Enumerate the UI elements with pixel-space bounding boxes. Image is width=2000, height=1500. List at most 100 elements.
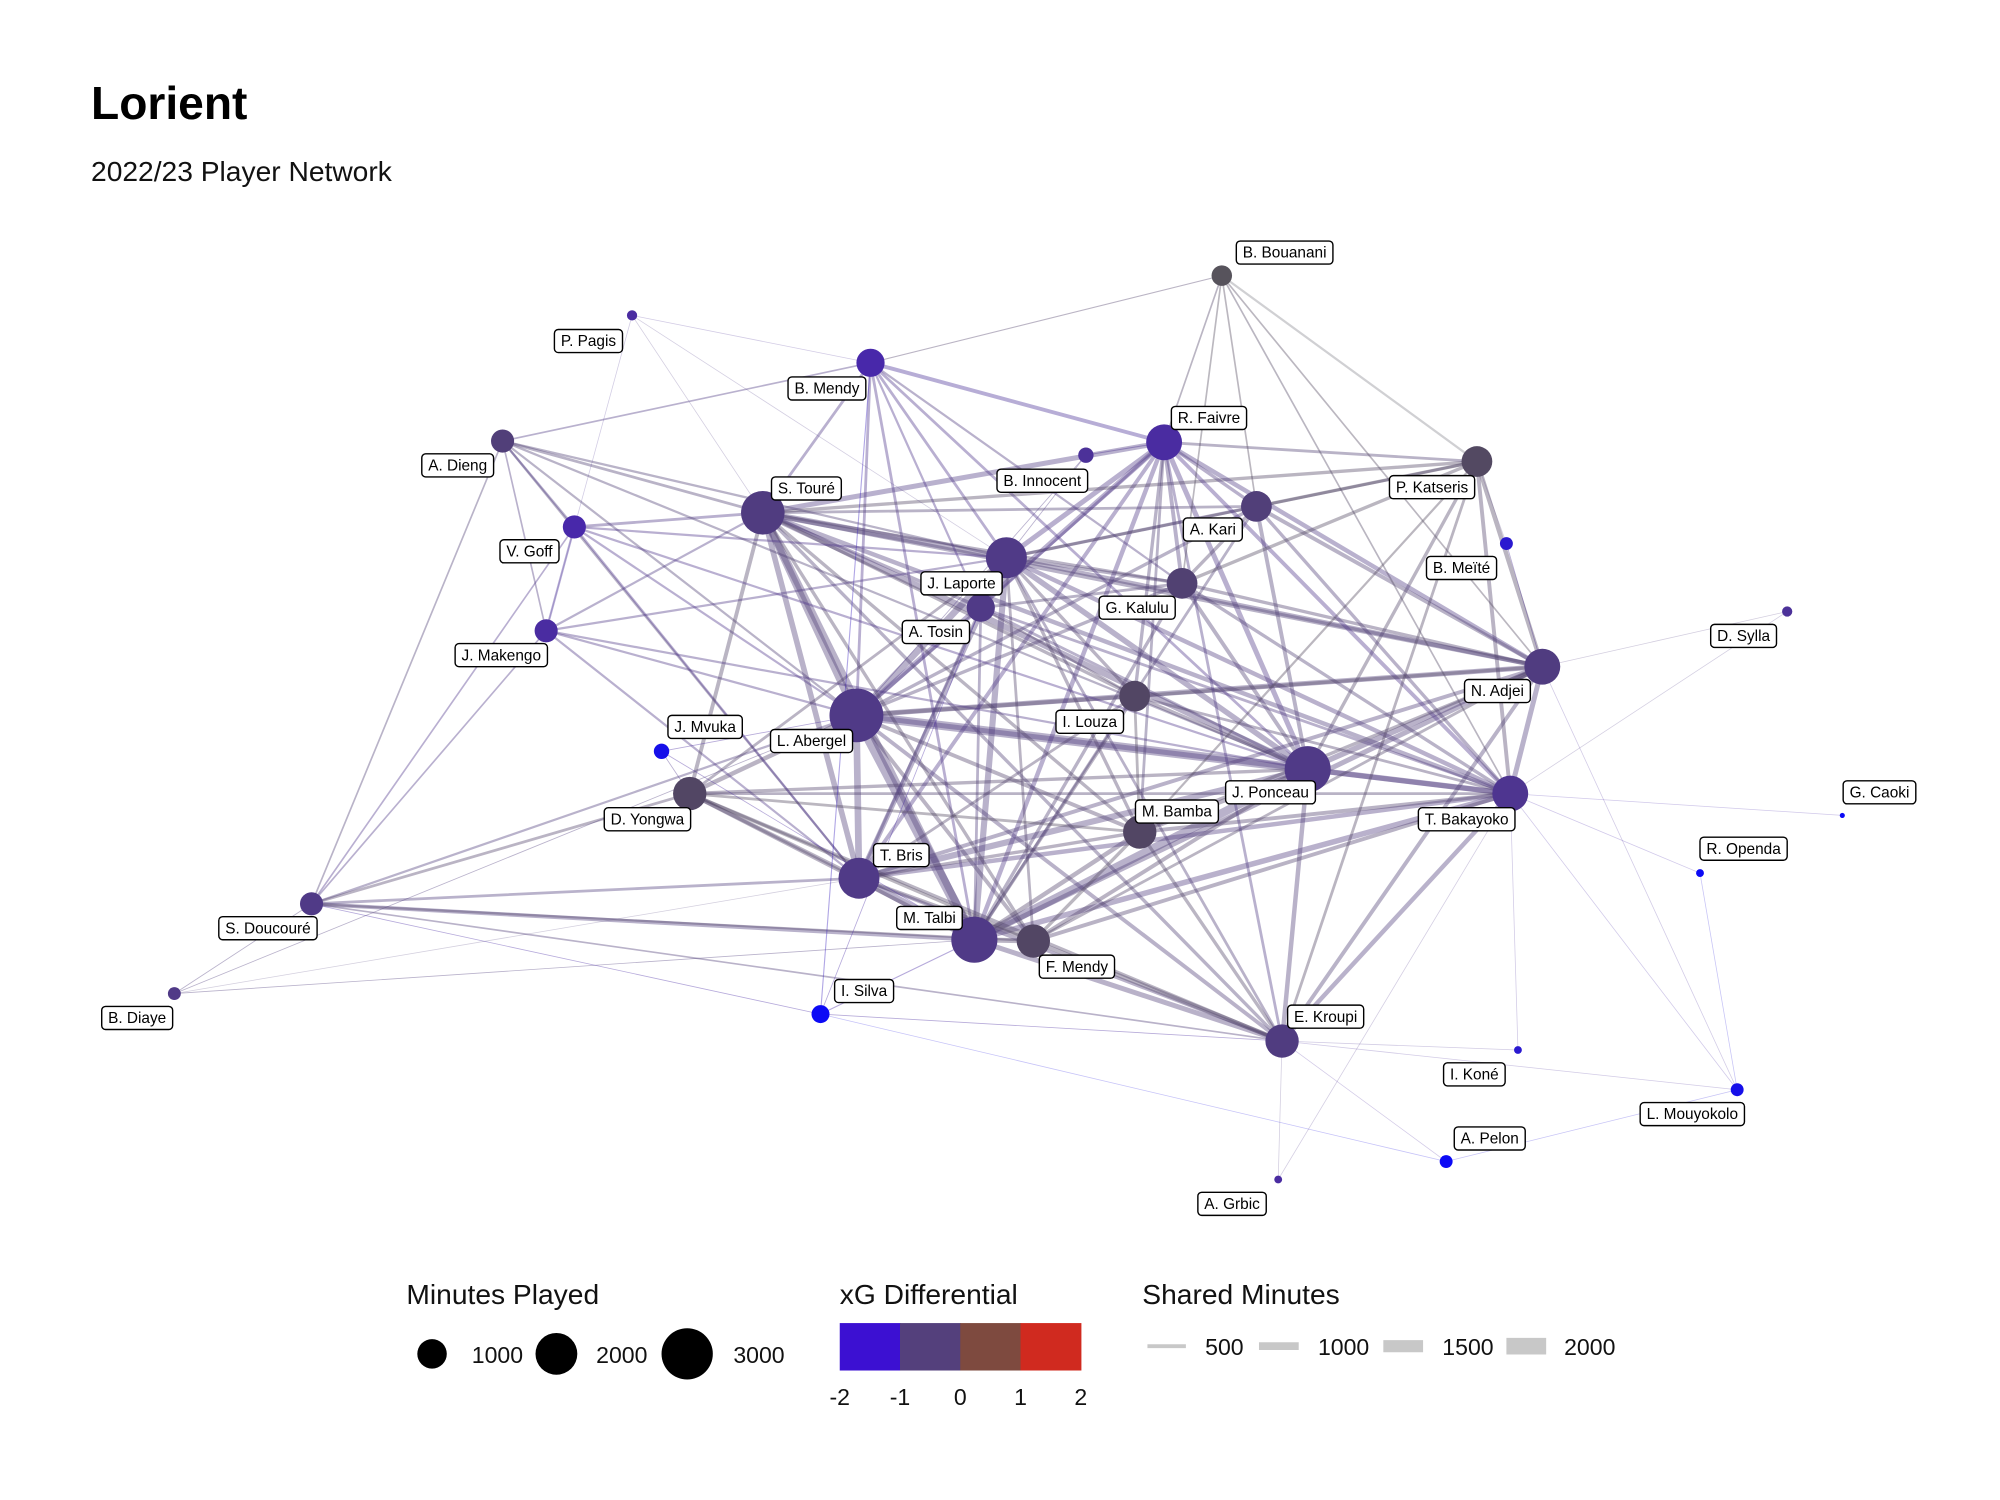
label-box bbox=[920, 571, 1003, 596]
edge-S. Doucouré-V. Goff bbox=[310, 526, 576, 905]
label-box bbox=[1134, 799, 1220, 824]
edge-M. Talbi-J. Laporte bbox=[971, 554, 1010, 943]
label-box bbox=[1098, 595, 1176, 620]
edge-S. Touré-N. Adjei bbox=[760, 510, 1545, 669]
node-G. Kalulu bbox=[1166, 567, 1198, 599]
edge-N. Adjei-R. Faivre bbox=[1161, 440, 1545, 669]
node-label-text: P. Katseris bbox=[1396, 479, 1469, 496]
node-D. Sylla bbox=[1782, 606, 1793, 617]
node-A. Dieng bbox=[491, 429, 515, 453]
edge-J. Ponceau-B. Mendy bbox=[869, 361, 1310, 771]
legend-label: 2000 bbox=[1564, 1334, 1615, 1360]
node-label: A. Pelon bbox=[1453, 1126, 1526, 1151]
edge-L. Abergel-S. Doucouré bbox=[310, 714, 858, 905]
legend-label: 1000 bbox=[472, 1342, 523, 1368]
edge-N. Adjei-B. Meïté bbox=[1505, 543, 1543, 668]
edge-P. Pagis-S. Touré bbox=[631, 315, 764, 514]
node-label-text: V. Goff bbox=[506, 543, 553, 560]
node-label: J. Mvuka bbox=[667, 714, 744, 740]
edge-T. Bris-D. Yongwa bbox=[687, 791, 861, 881]
node-label: S. Touré bbox=[770, 476, 843, 501]
edge-L. Abergel-T. Bakayoko bbox=[853, 712, 1513, 797]
label-box bbox=[1224, 780, 1317, 805]
node-label: R. Openda bbox=[1699, 836, 1788, 861]
node-label: A. Dieng bbox=[421, 453, 495, 478]
node-label: P. Katseris bbox=[1388, 474, 1476, 500]
edge-L. Abergel-B. Mendy bbox=[855, 361, 872, 717]
edge-J. Laporte-B. Mendy bbox=[869, 361, 1008, 560]
edge-J. Laporte-N. Adjei bbox=[1004, 555, 1545, 669]
edge-L. Abergel-A. Dieng bbox=[501, 439, 858, 717]
node-label: V. Goff bbox=[499, 539, 560, 564]
edge-S. Touré-M. Bamba bbox=[761, 511, 1142, 834]
edge-P. Katseris-A. Kari bbox=[1254, 459, 1479, 509]
edge-M. Talbi-S. Doucouré bbox=[309, 901, 977, 942]
legend-size-mark bbox=[535, 1332, 578, 1375]
edge-J. Ponceau-A. Kari bbox=[1254, 504, 1310, 772]
edge-T. Bris-R. Faivre bbox=[857, 440, 1167, 881]
edge-P. Pagis-B. Mendy bbox=[631, 315, 871, 364]
node-label: I. Silva bbox=[833, 978, 895, 1004]
node-label-text: A. Tosin bbox=[909, 624, 963, 641]
edge-N. Adjei-G. Kalulu bbox=[1180, 581, 1544, 669]
edge-B. Bouanani-A. Kari bbox=[1220, 274, 1258, 508]
node-label: B. Mendy bbox=[787, 376, 867, 401]
edge-T. Bakayoko-N. Adjei bbox=[1507, 664, 1545, 797]
edge-R. Faivre-A. Kari bbox=[1162, 440, 1259, 509]
edge-T. Bris-A. Tosin bbox=[857, 606, 983, 880]
node-label-text: M. Bamba bbox=[1142, 804, 1213, 821]
node-M. Talbi bbox=[951, 916, 998, 963]
edge-J. Ponceau-D. Yongwa bbox=[688, 767, 1310, 796]
edge-M. Talbi-B. Diaye bbox=[173, 939, 975, 995]
node-label-text: F. Mendy bbox=[1046, 959, 1109, 976]
node-G. Caoki bbox=[1839, 812, 1845, 818]
node-label-text: T. Bakayoko bbox=[1425, 811, 1509, 828]
label-box bbox=[901, 619, 971, 645]
node-label: I. Koné bbox=[1442, 1062, 1506, 1087]
node-label-text: J. Laporte bbox=[927, 575, 995, 592]
edge-J. Laporte-T. Bakayoko bbox=[1004, 555, 1513, 796]
edge-A. Tosin-I. Louza bbox=[979, 606, 1136, 698]
edge-F. Mendy-M. Bamba bbox=[1031, 830, 1142, 943]
label-box bbox=[499, 539, 560, 564]
node-R. Openda bbox=[1696, 869, 1704, 877]
node-D. Yongwa bbox=[673, 776, 707, 811]
node-J. Laporte bbox=[985, 537, 1027, 579]
edge-S. Touré-J. Makengo bbox=[545, 511, 764, 632]
edge-S. Touré-D. Yongwa bbox=[687, 510, 765, 796]
node-label-text: M. Talbi bbox=[903, 910, 956, 927]
node-A. Kari bbox=[1241, 491, 1272, 522]
edge-R. Faivre-I. Louza bbox=[1132, 440, 1166, 698]
legend-label: 3000 bbox=[733, 1342, 784, 1368]
edge-S. Touré-T. Bakayoko bbox=[760, 510, 1513, 796]
edge-N. Adjei-P. Katseris bbox=[1474, 459, 1545, 669]
edge-T. Bris-J. Makengo bbox=[545, 629, 861, 880]
node-J. Makengo bbox=[534, 619, 558, 643]
label-box bbox=[667, 714, 744, 740]
node-label-text: P. Pagis bbox=[561, 333, 617, 350]
node-A. Tosin bbox=[966, 593, 995, 622]
edge-B. Diaye-L. Abergel bbox=[173, 714, 857, 995]
edge-R. Openda-T. Bakayoko bbox=[1509, 793, 1701, 874]
chart-title: Lorient bbox=[91, 77, 247, 129]
node-label: B. Innocent bbox=[996, 468, 1089, 494]
legend-color-bin bbox=[839, 1323, 901, 1371]
node-S. Doucouré bbox=[299, 892, 324, 916]
edge-L. Abergel-R. Faivre bbox=[853, 439, 1167, 718]
edge-T. Bakayoko-I. Louza bbox=[1133, 694, 1512, 795]
edge-B. Bouanani-P. Katseris bbox=[1220, 274, 1479, 463]
edge-S. Touré-A. Kari bbox=[761, 505, 1258, 515]
node-label: A. Tosin bbox=[901, 619, 971, 645]
edge-T. Bris-M. Bamba bbox=[857, 830, 1142, 880]
node-label-text: I. Koné bbox=[1450, 1066, 1499, 1083]
node-A. Grbic bbox=[1274, 1175, 1283, 1184]
node-label: B. Bouanani bbox=[1235, 240, 1334, 265]
node-label: M. Talbi bbox=[896, 905, 963, 931]
edge-G. Caoki-T. Bakayoko bbox=[1509, 793, 1843, 816]
node-label: A. Kari bbox=[1182, 517, 1244, 542]
edge-R. Faivre-A. Tosin bbox=[979, 440, 1166, 610]
edge-M. Talbi-E. Kroupi bbox=[971, 937, 1285, 1044]
node-label: D. Sylla bbox=[1709, 623, 1778, 649]
